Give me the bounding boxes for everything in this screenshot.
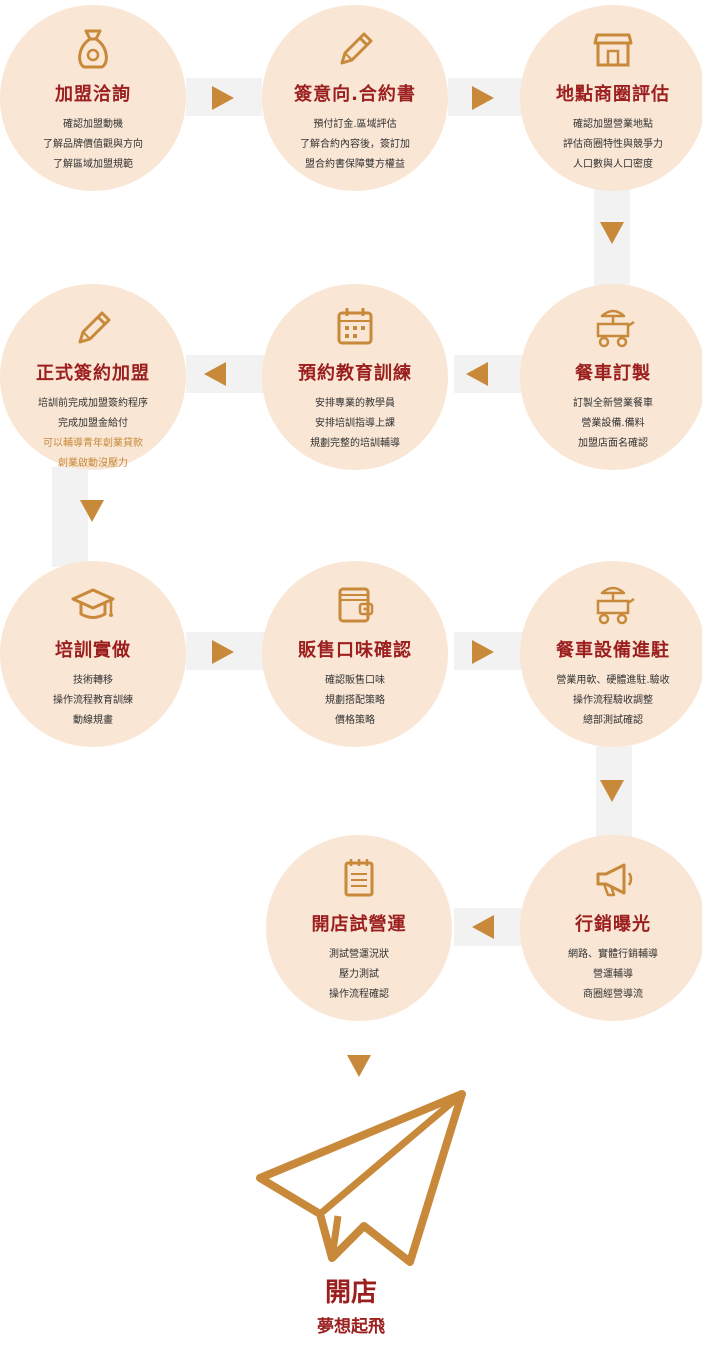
wallet-icon [338, 587, 374, 623]
step-title: 地點商圈評估 [556, 84, 670, 105]
moneybag-icon [78, 29, 108, 69]
connector-band [186, 355, 268, 393]
step-line: 價格策略 [335, 715, 375, 726]
step-line: 完成加盟金給付 [58, 418, 128, 429]
step-line: 人口數與人口密度 [573, 159, 653, 170]
step-trial-operation: 開店試營運 測試營運況狀 壓力測試 操作流程確認 [266, 835, 452, 1021]
step-title: 餐車訂製 [575, 363, 651, 384]
step-line: 確認加盟動機 [63, 119, 123, 130]
arrow-down [80, 500, 104, 522]
arrow-down [600, 780, 624, 802]
step-line: 營業用軟、硬體進駐.驗收 [556, 675, 670, 686]
step-highlight-line: 創業啟動沒壓力 [58, 458, 128, 469]
step-title: 培訓實做 [55, 640, 131, 661]
graduation-cap-icon [71, 588, 115, 619]
step-title: 行銷曝光 [575, 914, 651, 935]
step-title: 開店試營運 [311, 914, 407, 935]
connector-band [454, 355, 524, 393]
step-line: 安排培訓指導上課 [315, 418, 395, 429]
step-practical-training: 培訓實做 技術轉移 操作流程教育訓練 動線規畫 [0, 561, 186, 747]
arrow-right [212, 640, 234, 664]
step-marketing-exposure: 行銷曝光 網路、實體行銷輔導 營運輔導 商圈經營導流 [520, 835, 702, 1021]
step-line: 規劃完整的培訓輔導 [310, 438, 400, 449]
step-line: 訂製全新營業餐車 [573, 398, 653, 409]
step-official-signing: 正式簽約加盟 培訓前完成加盟簽約程序 完成加盟金給付 可以輔導青年創業貸款 創業… [0, 284, 186, 470]
final-title: 開店 [324, 1278, 377, 1308]
step-line: 確認販售口味 [325, 675, 385, 686]
step-title: 加盟洽詢 [55, 84, 131, 105]
step-line: 營業設備.備料 [581, 418, 645, 429]
arrow-left [472, 915, 494, 939]
step-line: 加盟店面名確認 [578, 438, 648, 449]
step-sign-intent-contract: 簽意向.合約書 預付訂金.區域評估 了解合約內容後，簽訂加 盟合約書保障雙方權益 [262, 5, 448, 191]
calendar-icon [337, 308, 373, 345]
step-equipment-installation: 餐車設備進駐 營業用軟、硬體進駐.驗收 操作流程驗收調整 總部測試確認 [520, 561, 702, 747]
arrow-down [347, 1055, 371, 1077]
step-training-appointment: 預約教育訓練 安排專業的教學員 安排培訓指導上課 規劃完整的培訓輔導 [262, 284, 448, 470]
megaphone-icon [596, 863, 633, 897]
arrow-right [472, 640, 494, 664]
step-line: 操作流程驗收調整 [573, 695, 653, 706]
step-title: 簽意向.合約書 [294, 84, 416, 105]
step-line: 總部測試確認 [583, 715, 643, 726]
storefront-icon [593, 33, 633, 67]
step-title: 餐車設備進駐 [556, 640, 670, 661]
arrow-down [600, 222, 624, 244]
final-subtitle: 夢想起飛 [317, 1317, 385, 1337]
arrow-right [472, 86, 494, 110]
step-line: 了解區域加盟規範 [53, 159, 133, 170]
step-line: 操作流程教育訓練 [53, 695, 133, 706]
step-line: 動線規畫 [73, 715, 113, 726]
step-title: 正式簽約加盟 [36, 363, 150, 384]
pencil-icon [78, 311, 111, 344]
step-line: 營運輔導 [593, 969, 633, 980]
pencil-icon [340, 32, 373, 65]
arrow-left [204, 362, 226, 386]
step-line: 操作流程確認 [329, 989, 389, 1000]
step-line: 預付訂金.區域評估 [313, 119, 397, 130]
arrow-left [466, 362, 488, 386]
step-location-assessment: 地點商圈評估 確認加盟營業地點 評估商圈特性與競爭力 人口數與人口密度 [520, 5, 702, 191]
step-line: 了解合約內容後，簽訂加 [300, 139, 410, 150]
food-cart-icon [596, 309, 635, 348]
notepad-icon [344, 859, 374, 897]
arrow-right [212, 86, 234, 110]
step-line: 技術轉移 [73, 675, 113, 686]
step-franchise-inquiry: 加盟洽詢 確認加盟動機 了解品牌價值觀與方向 了解區域加盟規範 [0, 5, 186, 191]
food-cart-icon [596, 586, 635, 625]
step-title: 販售口味確認 [298, 640, 412, 661]
step-line: 網路、實體行銷輔導 [568, 949, 658, 960]
step-line: 評估商圈特性與競爭力 [563, 139, 663, 150]
step-line: 商圈經營導流 [583, 989, 643, 1000]
paper-plane-icon [256, 1090, 466, 1266]
step-line: 確認加盟營業地點 [573, 119, 653, 130]
step-food-cart-order: 餐車訂製 訂製全新營業餐車 營業設備.備料 加盟店面名確認 [520, 284, 702, 470]
step-line: 壓力測試 [339, 969, 379, 980]
step-line: 規劃搭配策略 [325, 695, 385, 706]
step-title: 預約教育訓練 [298, 363, 412, 384]
step-line: 安排專業的教學員 [315, 398, 395, 409]
step-line: 了解品牌價值觀與方向 [43, 139, 143, 150]
step-line: 培訓前完成加盟簽約程序 [38, 398, 148, 409]
step-flavor-confirmation: 販售口味確認 確認販售口味 規劃搭配策略 價格策略 [262, 561, 448, 747]
step-line: 盟合約書保障雙方權益 [305, 159, 405, 170]
step-highlight-line: 可以輔導青年創業貸款 [43, 438, 143, 449]
step-line: 測試營運況狀 [329, 949, 389, 960]
